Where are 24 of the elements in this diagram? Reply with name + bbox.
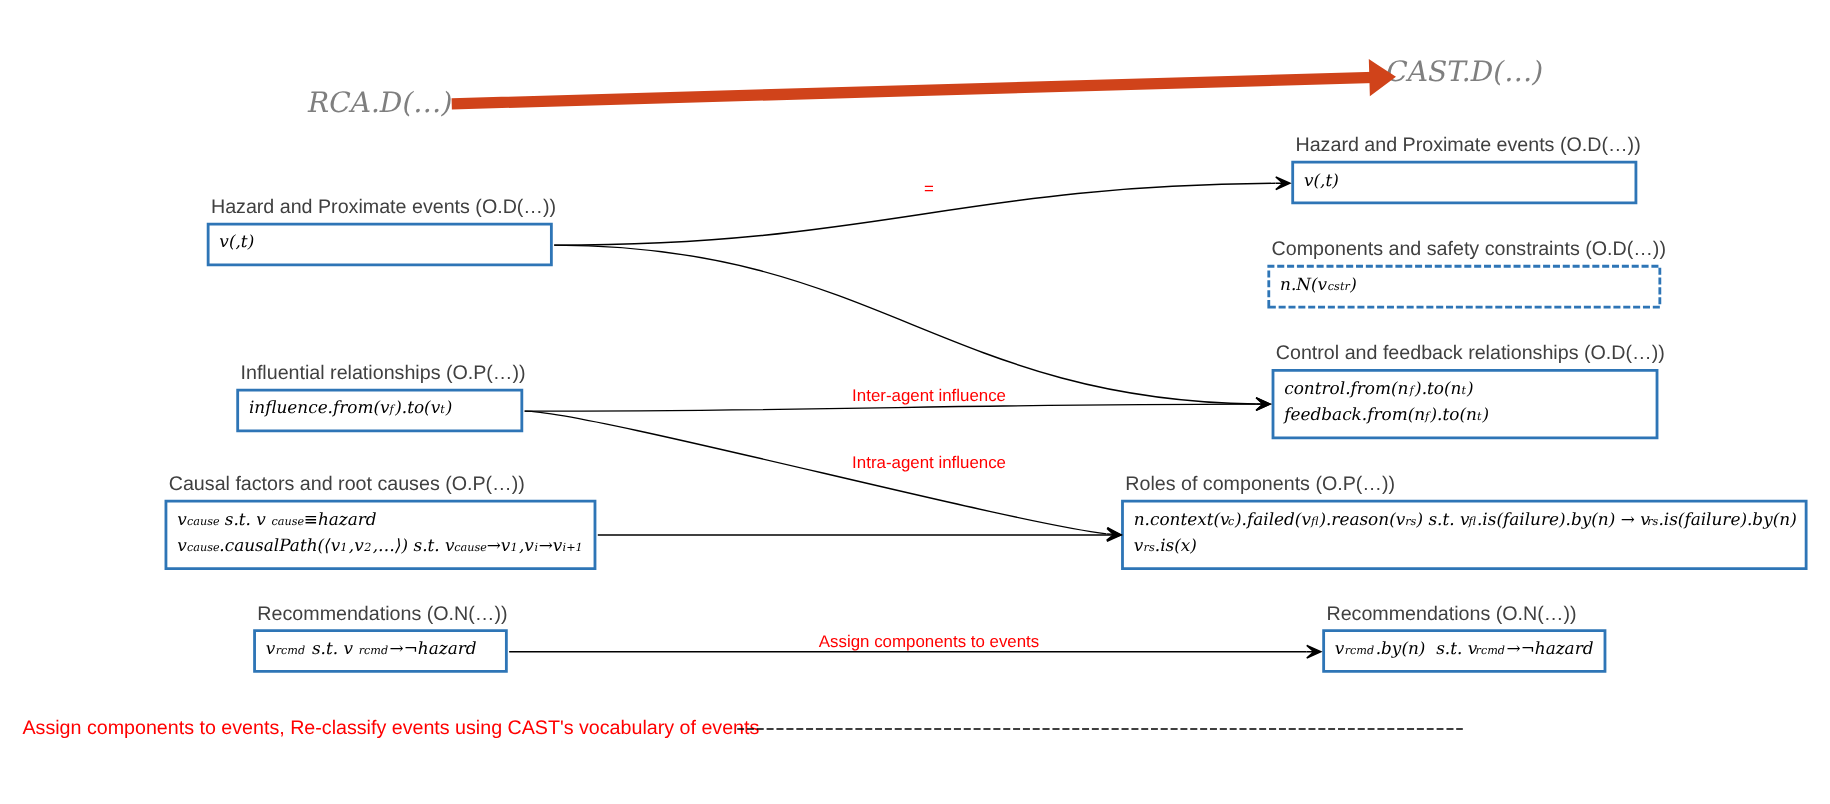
connector — [736, 728, 1464, 730]
arrow — [553, 244, 1271, 412]
node-label: Hazard and Proximate events (O.D(…)) — [1295, 135, 1641, 158]
node-text: CAST.D(…) — [1386, 56, 1544, 89]
edge-label: Inter-agent influence — [852, 384, 1006, 405]
node-text: Assign components to events, Re-classify events using CAST's vocabulary of events — [22, 718, 760, 741]
node-text: RCA.D(…) — [308, 87, 453, 120]
node-label: Components and safety constraints (O.D(…)) — [1271, 239, 1666, 262]
node-label: Recommendations (O.N(…)) — [257, 603, 508, 626]
node-label: Causal factors and root causes (O.P(…)) — [168, 474, 525, 497]
arrow — [451, 58, 1396, 110]
edge-label: Intra-agent influence — [852, 452, 1006, 473]
edge-label: = — [924, 177, 934, 198]
node-label: Roles of components (O.P(…)) — [1125, 474, 1396, 497]
node-box: v(,t) — [206, 222, 553, 267]
arrow — [523, 397, 1271, 412]
arrow — [508, 644, 1322, 659]
node-box: v(,t) — [1291, 160, 1638, 205]
node-label: Recommendations (O.N(…)) — [1326, 603, 1577, 626]
arrow — [553, 176, 1291, 246]
node-label: Hazard and Proximate events (O.D(…)) — [210, 197, 557, 220]
node-label: Control and feedback relationships (O.D(…)) — [1275, 343, 1665, 366]
edge-label: Assign components to events — [818, 630, 1040, 651]
node-label: Influential relationships (O.P(…)) — [240, 363, 526, 386]
